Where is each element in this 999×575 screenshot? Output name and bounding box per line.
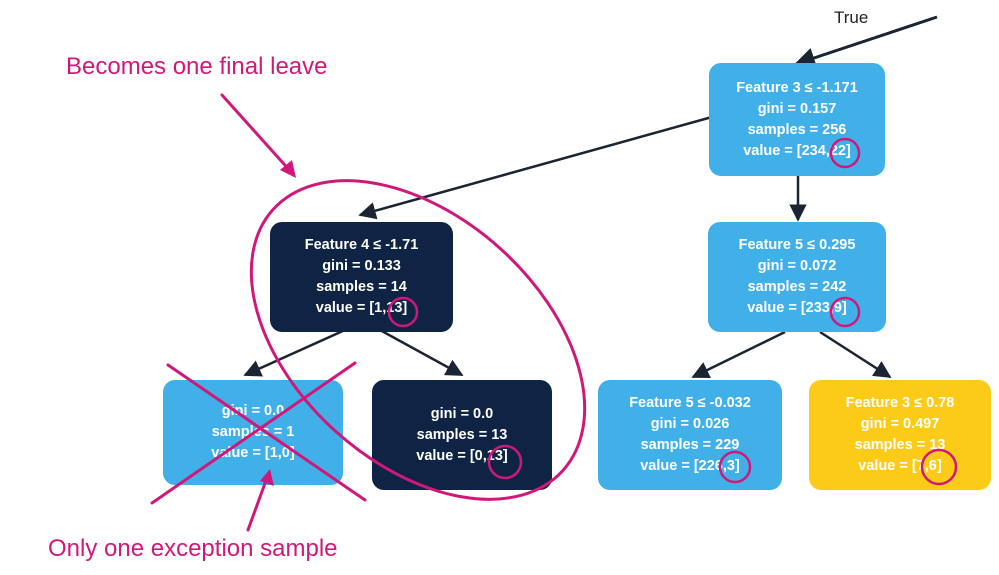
node-left-line-3: samples = 14: [316, 279, 407, 295]
node-right-left-line-2: gini = 0.026: [650, 416, 730, 432]
node-right-right: Feature 3 ≤ 0.78 gini = 0.497 samples = …: [809, 380, 991, 490]
node-right-line-3: samples = 242: [747, 279, 847, 295]
node-right-left-line-3: samples = 229: [640, 437, 740, 453]
node-left-left-line-2: samples = 1: [211, 424, 295, 440]
node-right-left: Feature 5 ≤ -0.032 gini = 0.026 samples …: [598, 380, 782, 490]
edge-true-incoming: [794, 15, 938, 68]
node-left-line-4: value = [1,13]: [315, 300, 408, 316]
node-left: Feature 4 ≤ -1.71 gini = 0.133 samples =…: [270, 222, 453, 332]
node-root: Feature 3 ≤ -1.171 gini = 0.157 samples …: [709, 63, 885, 176]
node-left-right-line-3: value = [0,13]: [416, 447, 508, 464]
annotation-bottom: Only one exception sample: [48, 535, 338, 562]
node-right-left-line-4: value = [226,3]: [640, 458, 740, 474]
node-left-left-line-1: gini = 0.0: [221, 403, 285, 419]
node-left-right: gini = 0.0 samples = 13 value = [0,13]: [372, 380, 552, 490]
node-root-line-1: Feature 3 ≤ -1.171: [736, 79, 858, 96]
node-left-right-line-1: gini = 0.0: [430, 405, 494, 422]
node-left-right-line-2: samples = 13: [416, 426, 508, 443]
node-right-right-line-3: samples = 13: [854, 437, 946, 453]
node-left-line-1: Feature 4 ≤ -1.71: [304, 237, 419, 253]
node-left-left-line-3: value = [1,0]: [211, 445, 295, 461]
edge-left-to-left-left: [243, 328, 346, 377]
node-root-line-4: value = [234,22]: [743, 142, 851, 159]
node-root-line-3: samples = 256: [747, 121, 847, 138]
edge-right-to-right-right: [819, 330, 892, 379]
node-left-line-2: gini = 0.133: [322, 258, 401, 274]
node-right-line-4: value = [233,9]: [747, 300, 847, 316]
node-root-line-2: gini = 0.157: [757, 100, 837, 117]
node-right-line-1: Feature 5 ≤ 0.295: [738, 237, 856, 253]
node-right: Feature 5 ≤ 0.295 gini = 0.072 samples =…: [708, 222, 886, 332]
node-right-right-line-2: gini = 0.497: [860, 416, 940, 432]
edge-left-to-left-right: [379, 328, 464, 377]
edge-label-true: True: [834, 8, 869, 27]
node-right-line-2: gini = 0.072: [757, 258, 837, 274]
annotation-top: Becomes one final leave: [66, 53, 328, 80]
edge-right-to-right-left: [691, 330, 786, 379]
node-right-right-line-4: value = [7,6]: [858, 458, 942, 474]
node-left-left: gini = 0.0 samples = 1 value = [1,0]: [163, 380, 343, 485]
node-right-left-line-1: Feature 5 ≤ -0.032: [629, 395, 751, 411]
node-right-right-line-1: Feature 3 ≤ 0.78: [845, 395, 955, 411]
edge-root-to-left: [358, 115, 713, 220]
